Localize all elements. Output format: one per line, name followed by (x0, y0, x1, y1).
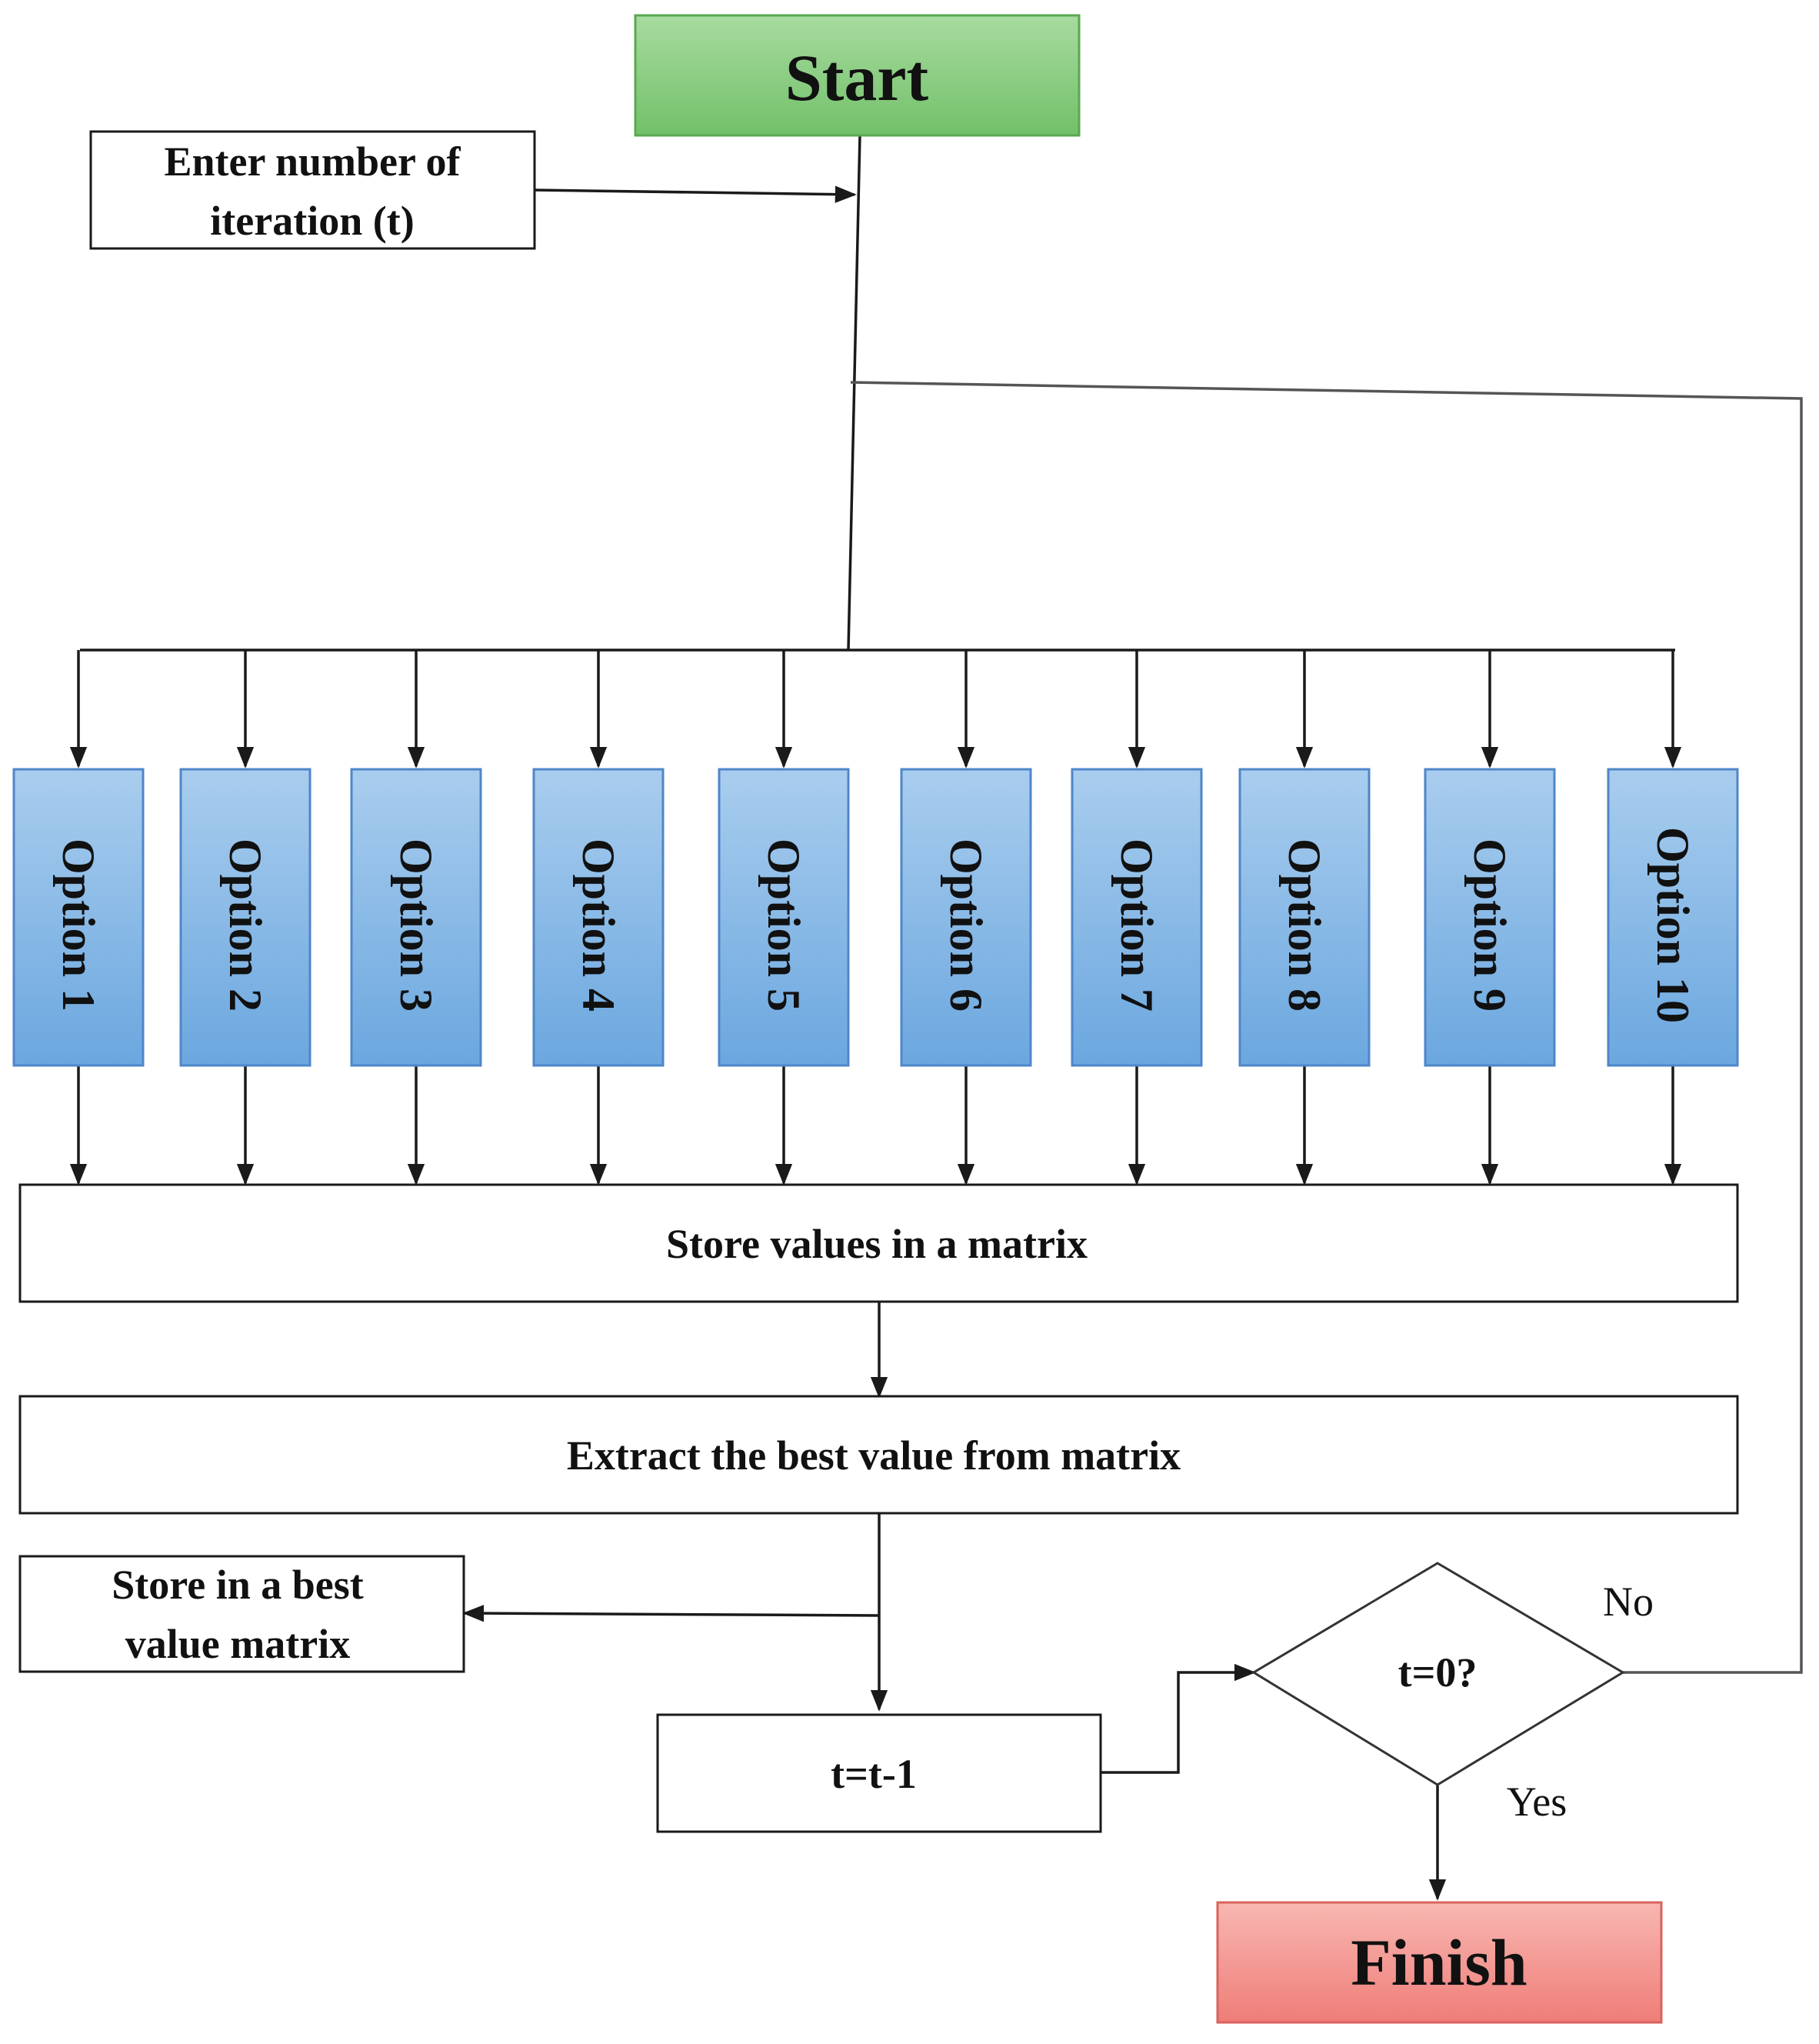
finish-label: Finish (1351, 1926, 1527, 1999)
option-input-arrows (69, 650, 1682, 769)
option-node-5: Option 5 (718, 768, 850, 1067)
finish-node: Finish (1216, 1901, 1663, 2024)
input-label-line1: Enter number of (164, 138, 461, 185)
decrement-node: t=t-1 (656, 1713, 1102, 1833)
input-node: Enter number of iteration (t) (89, 130, 536, 250)
option-node-6: Option 6 (900, 768, 1032, 1067)
option-node-4: Option 4 (532, 768, 665, 1067)
option-node-10: Option 10 (1607, 768, 1739, 1067)
option-node-1: Option 1 (12, 768, 145, 1067)
option-label: Option 6 (941, 839, 991, 1012)
edge-label-no: No (1603, 1579, 1654, 1625)
option-label: Option 3 (391, 839, 441, 1012)
edges (69, 135, 1803, 1901)
store-best-node: Store in a best value matrix (18, 1555, 465, 1673)
input-label-line2: iteration (t) (210, 198, 414, 244)
extract-node: Extract the best value from matrix (18, 1395, 1739, 1515)
edge-decrement-to-decision (1101, 1663, 1256, 1774)
start-node: Start (634, 14, 1081, 137)
option-label: Option 7 (1111, 839, 1162, 1012)
option-label: Option 1 (53, 839, 104, 1012)
edge-no-loop (850, 381, 1803, 1674)
option-node-8: Option 8 (1238, 768, 1371, 1067)
store-best-label-line1: Store in a best (112, 1562, 364, 1608)
option-label: Option 10 (1647, 827, 1698, 1023)
option-node-7: Option 7 (1071, 768, 1203, 1067)
decrement-label: t=t-1 (831, 1751, 917, 1797)
option-label: Option 4 (573, 839, 624, 1012)
edge-label-yes: Yes (1507, 1779, 1567, 1825)
decision-label: t=0? (1398, 1649, 1478, 1696)
edge-to-store-best (462, 1604, 880, 1622)
store-matrix-node: Store values in a matrix (18, 1183, 1739, 1303)
edge-input-to-main (534, 185, 857, 203)
start-label: Start (785, 41, 929, 115)
store-best-label-line2: value matrix (125, 1621, 350, 1667)
option-nodes: Option 1 Option 2 Option 3 Option 4 Option 5… (12, 768, 1739, 1067)
extract-label: Extract the best value from matrix (567, 1432, 1181, 1479)
option-node-9: Option 9 (1424, 768, 1556, 1067)
option-node-3: Option 3 (350, 768, 482, 1067)
decision-node: t=0? (1251, 1562, 1625, 1786)
option-label: Option 9 (1464, 839, 1515, 1012)
option-label: Option 8 (1279, 839, 1330, 1012)
option-label: Option 5 (758, 839, 809, 1012)
edge-start-to-split (847, 135, 861, 651)
option-output-arrows (69, 1065, 1682, 1185)
option-node-2: Option 2 (179, 768, 311, 1067)
option-label: Option 2 (220, 839, 271, 1012)
store-matrix-label: Store values in a matrix (666, 1221, 1088, 1267)
